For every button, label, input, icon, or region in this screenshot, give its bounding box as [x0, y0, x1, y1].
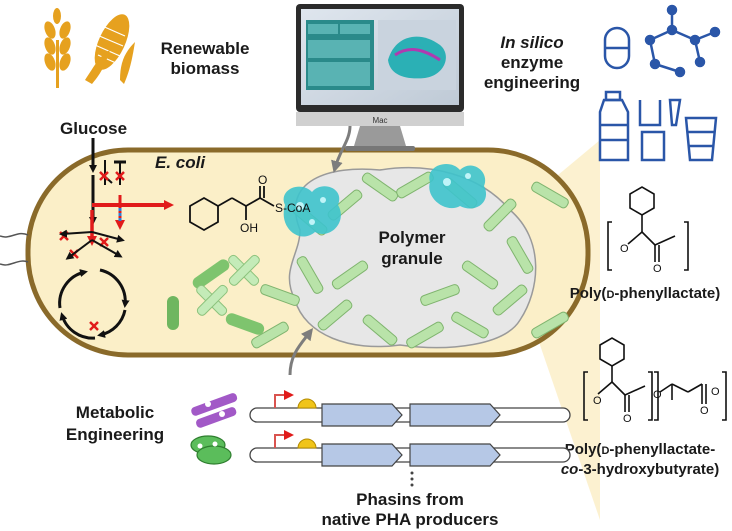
gene-construct	[249, 390, 571, 427]
oxygen-label: O	[258, 173, 267, 187]
bottles-cups-icon	[598, 90, 718, 162]
insilico-label-2: enzyme	[501, 53, 563, 72]
metabolic-label-2: Engineering	[66, 425, 164, 444]
arrow-to-granule-from-computer	[331, 125, 352, 173]
oh-label: OH	[240, 221, 258, 235]
oxygen-label: O	[593, 395, 602, 407]
scoa-label: S-CoA	[275, 201, 310, 215]
oxygen-label: O	[623, 413, 632, 425]
tca-cycle	[58, 268, 130, 340]
renewable-label-1: Renewable	[161, 39, 250, 58]
poly-phenyllactate-label: Poly(D-phenyllactate)	[570, 285, 721, 302]
enzyme-icon	[429, 163, 487, 209]
phasin-rods	[167, 254, 265, 335]
copolymer-label-2: co-3-hydroxybutyrate)	[561, 461, 719, 478]
flagellum	[0, 232, 29, 238]
computer-monitor-icon	[296, 4, 464, 151]
copolymer-label-1: Poly(D-phenyllactate-	[565, 441, 716, 458]
oxygen-label: O	[711, 386, 720, 398]
phasins-label-2: native PHA producers	[322, 510, 499, 529]
phasins-label-1: Phasins from	[356, 490, 464, 509]
poly-phenyllactate-structure	[607, 186, 689, 271]
oxygen-label: O	[653, 389, 662, 401]
plasmid-icon	[190, 393, 238, 465]
granule-label-2: granule	[381, 249, 442, 268]
phenyllactyl-coa-structure	[189, 186, 275, 232]
enzyme-icon	[283, 186, 341, 237]
flagellum	[0, 260, 29, 266]
arrow-to-granule-from-phasins	[288, 328, 314, 376]
insilico-label-3: engineering	[484, 73, 580, 92]
gene-construct	[249, 430, 571, 467]
monitor-brand: Mac	[372, 116, 387, 125]
glucose-label: Glucose	[60, 119, 127, 138]
wheat-icon	[44, 8, 71, 88]
corn-icon	[85, 14, 135, 84]
granule-label-1: Polymer	[378, 228, 445, 247]
poly-copolymer-structure	[583, 337, 727, 421]
ecoli-label: E. coli	[155, 153, 206, 172]
branch-arrows	[59, 229, 125, 260]
oxygen-label: O	[620, 243, 629, 255]
renewable-label-2: biomass	[171, 59, 240, 78]
ellipsis-dots	[410, 471, 414, 487]
molecule-pill-icon	[603, 4, 721, 78]
metabolic-label-1: Metabolic	[76, 403, 154, 422]
insilico-label-1: In silico	[500, 33, 563, 52]
oxygen-label: O	[700, 405, 709, 417]
oxygen-label: O	[653, 263, 662, 275]
